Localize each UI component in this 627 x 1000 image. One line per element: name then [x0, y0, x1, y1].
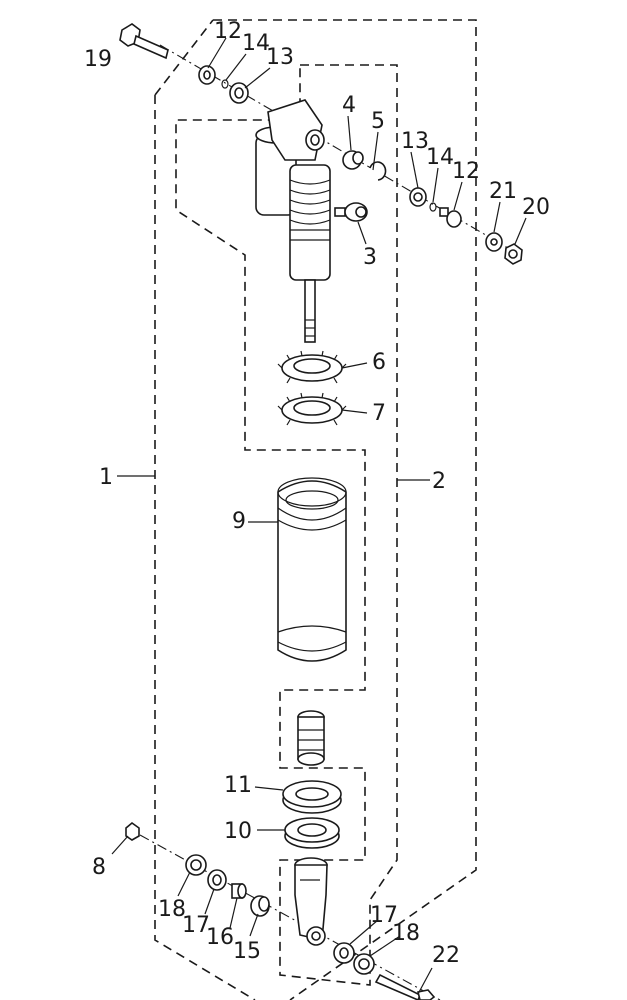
lock-nut-7 — [277, 392, 347, 426]
seal-13-left — [229, 82, 249, 104]
callout-9: 9 — [232, 509, 246, 534]
callout-13-right: 13 — [401, 129, 429, 154]
callout-6: 6 — [372, 350, 386, 375]
spacer-16 — [231, 883, 247, 899]
adjuster-valve-3 — [334, 202, 368, 222]
callout-2: 2 — [432, 469, 446, 494]
nut-20 — [504, 243, 523, 265]
callout-18-left: 18 — [158, 897, 186, 922]
collar-12-left — [198, 65, 216, 85]
callout-12-top-left: 12 — [214, 19, 242, 44]
spring-guide-10 — [284, 817, 340, 849]
assembly-2-boundary — [175, 64, 398, 986]
callout-17-left: 17 — [182, 913, 210, 938]
callout-12-right: 12 — [452, 159, 480, 184]
bump-stop — [297, 710, 325, 766]
bolt-22 — [374, 973, 436, 1000]
callout-10: 10 — [224, 819, 252, 844]
seal-13-right — [409, 187, 427, 207]
callout-21: 21 — [489, 179, 517, 204]
callout-19: 19 — [84, 47, 112, 72]
callout-3: 3 — [363, 245, 377, 270]
callout-13-top-left: 13 — [266, 45, 294, 70]
bottom-mount-axis — [139, 834, 441, 1000]
lower-clevis — [294, 857, 328, 946]
bushing-17-right — [333, 942, 355, 964]
callout-1: 1 — [99, 465, 113, 490]
spring-seat-11 — [282, 780, 342, 814]
spring-9 — [277, 477, 347, 662]
seal-18-left — [185, 854, 207, 876]
callout-17-right: 17 — [370, 903, 398, 928]
callout-5: 5 — [371, 109, 385, 134]
shock-body — [255, 99, 331, 343]
callout-8: 8 — [92, 855, 106, 880]
callout-4: 4 — [342, 93, 356, 118]
o-ring-14-right — [429, 202, 437, 212]
callout-7: 7 — [372, 401, 386, 426]
washer-21 — [485, 232, 503, 252]
callout-14-right: 14 — [426, 145, 454, 170]
adjuster-nut-6 — [277, 350, 347, 384]
seal-18-right — [353, 953, 375, 975]
collar-12-right — [439, 207, 462, 228]
circlip-5 — [369, 161, 387, 181]
leader-lines — [111, 37, 527, 995]
callout-15: 15 — [233, 939, 261, 964]
o-ring-14-left — [221, 79, 229, 89]
bearing-15 — [250, 895, 270, 917]
nut-8 — [125, 821, 140, 841]
bushing-4 — [342, 150, 364, 170]
callout-14-top-left: 14 — [242, 31, 270, 56]
callout-18-right: 18 — [392, 921, 420, 946]
callout-16: 16 — [206, 925, 234, 950]
bolt-19 — [119, 23, 169, 60]
assembly-1-boundary — [154, 19, 477, 1000]
callout-11: 11 — [224, 773, 252, 798]
bushing-17-left — [207, 869, 227, 891]
callout-22: 22 — [432, 943, 460, 968]
callout-20: 20 — [522, 195, 550, 220]
